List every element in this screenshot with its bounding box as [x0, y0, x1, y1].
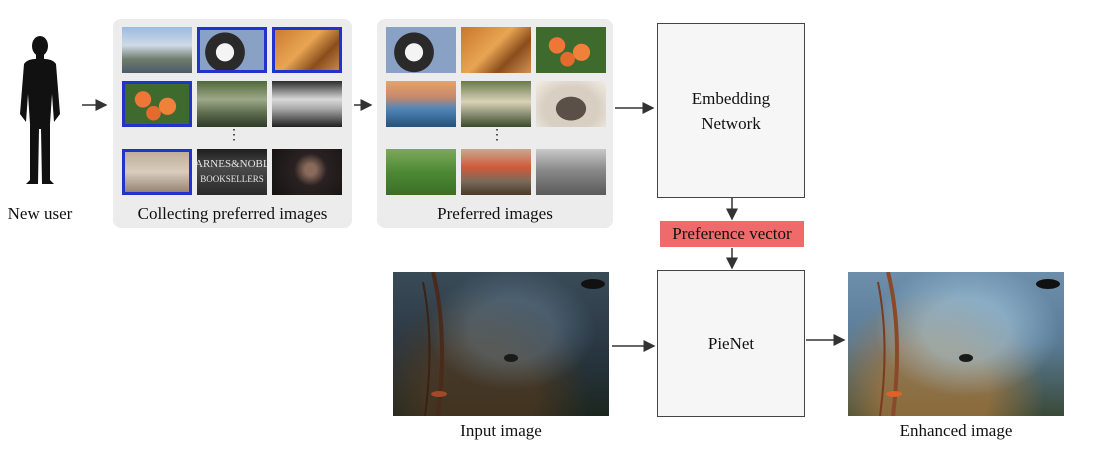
svg-text:BARNES&NOBLE: BARNES&NOBLE	[197, 158, 267, 170]
pienet-box: PieNet	[657, 270, 805, 417]
more-dots: ⋮	[490, 128, 504, 143]
new-user-label: New user	[7, 204, 73, 223]
input-image	[393, 272, 609, 416]
thumb-bookstore-sign: BARNES&NOBLE BOOKSELLERS	[197, 149, 267, 195]
enhanced-image-fish-graphic	[877, 272, 1060, 416]
person-silhouette-icon	[20, 36, 60, 184]
embedding-line2: Network	[701, 113, 761, 133]
collecting-panel: ⋮ BARNES&NOBLE BOOKSELLERS	[113, 19, 352, 228]
enhanced-image-label: Enhanced image	[899, 421, 1013, 440]
thumb-dark-portrait	[272, 149, 342, 195]
collecting-label: Collecting preferred images	[137, 204, 328, 223]
preference-vector: Preference vector	[660, 221, 804, 247]
more-dots: ⋮	[227, 128, 241, 143]
pref-sleeping-cat	[536, 81, 606, 127]
thumb-tunnel-people	[272, 81, 342, 127]
pref-sunset-water	[386, 81, 456, 127]
embedding-line1: Embedding	[691, 88, 771, 108]
embedding-network-box: Embedding Network	[657, 23, 805, 198]
pref-elderly-couple	[461, 149, 531, 195]
thumb-roses-selected	[122, 81, 192, 127]
pref-street	[536, 149, 606, 195]
thumb-city-park	[122, 27, 192, 73]
thumb-autumn-leaves-selected	[272, 27, 342, 73]
thumb-marsh	[197, 81, 267, 127]
pref-zebra-cat	[461, 81, 531, 127]
preferred-panel: ⋮	[377, 19, 613, 228]
input-image-fish-graphic	[422, 272, 605, 416]
thumb-cat-blankets-selected	[122, 149, 192, 195]
svg-text:BOOKSELLERS: BOOKSELLERS	[200, 174, 264, 184]
enhanced-image	[848, 272, 1064, 416]
thumb-husky-selected	[197, 27, 267, 73]
pref-roses	[536, 27, 606, 73]
preferred-label: Preferred images	[437, 204, 553, 223]
bookstore-sign-graphic: BARNES&NOBLE BOOKSELLERS	[197, 158, 267, 184]
pref-autumn-leaves	[461, 27, 531, 73]
pref-husky	[386, 27, 456, 73]
input-image-label: Input image	[460, 421, 542, 440]
pref-geese-grass	[386, 149, 456, 195]
